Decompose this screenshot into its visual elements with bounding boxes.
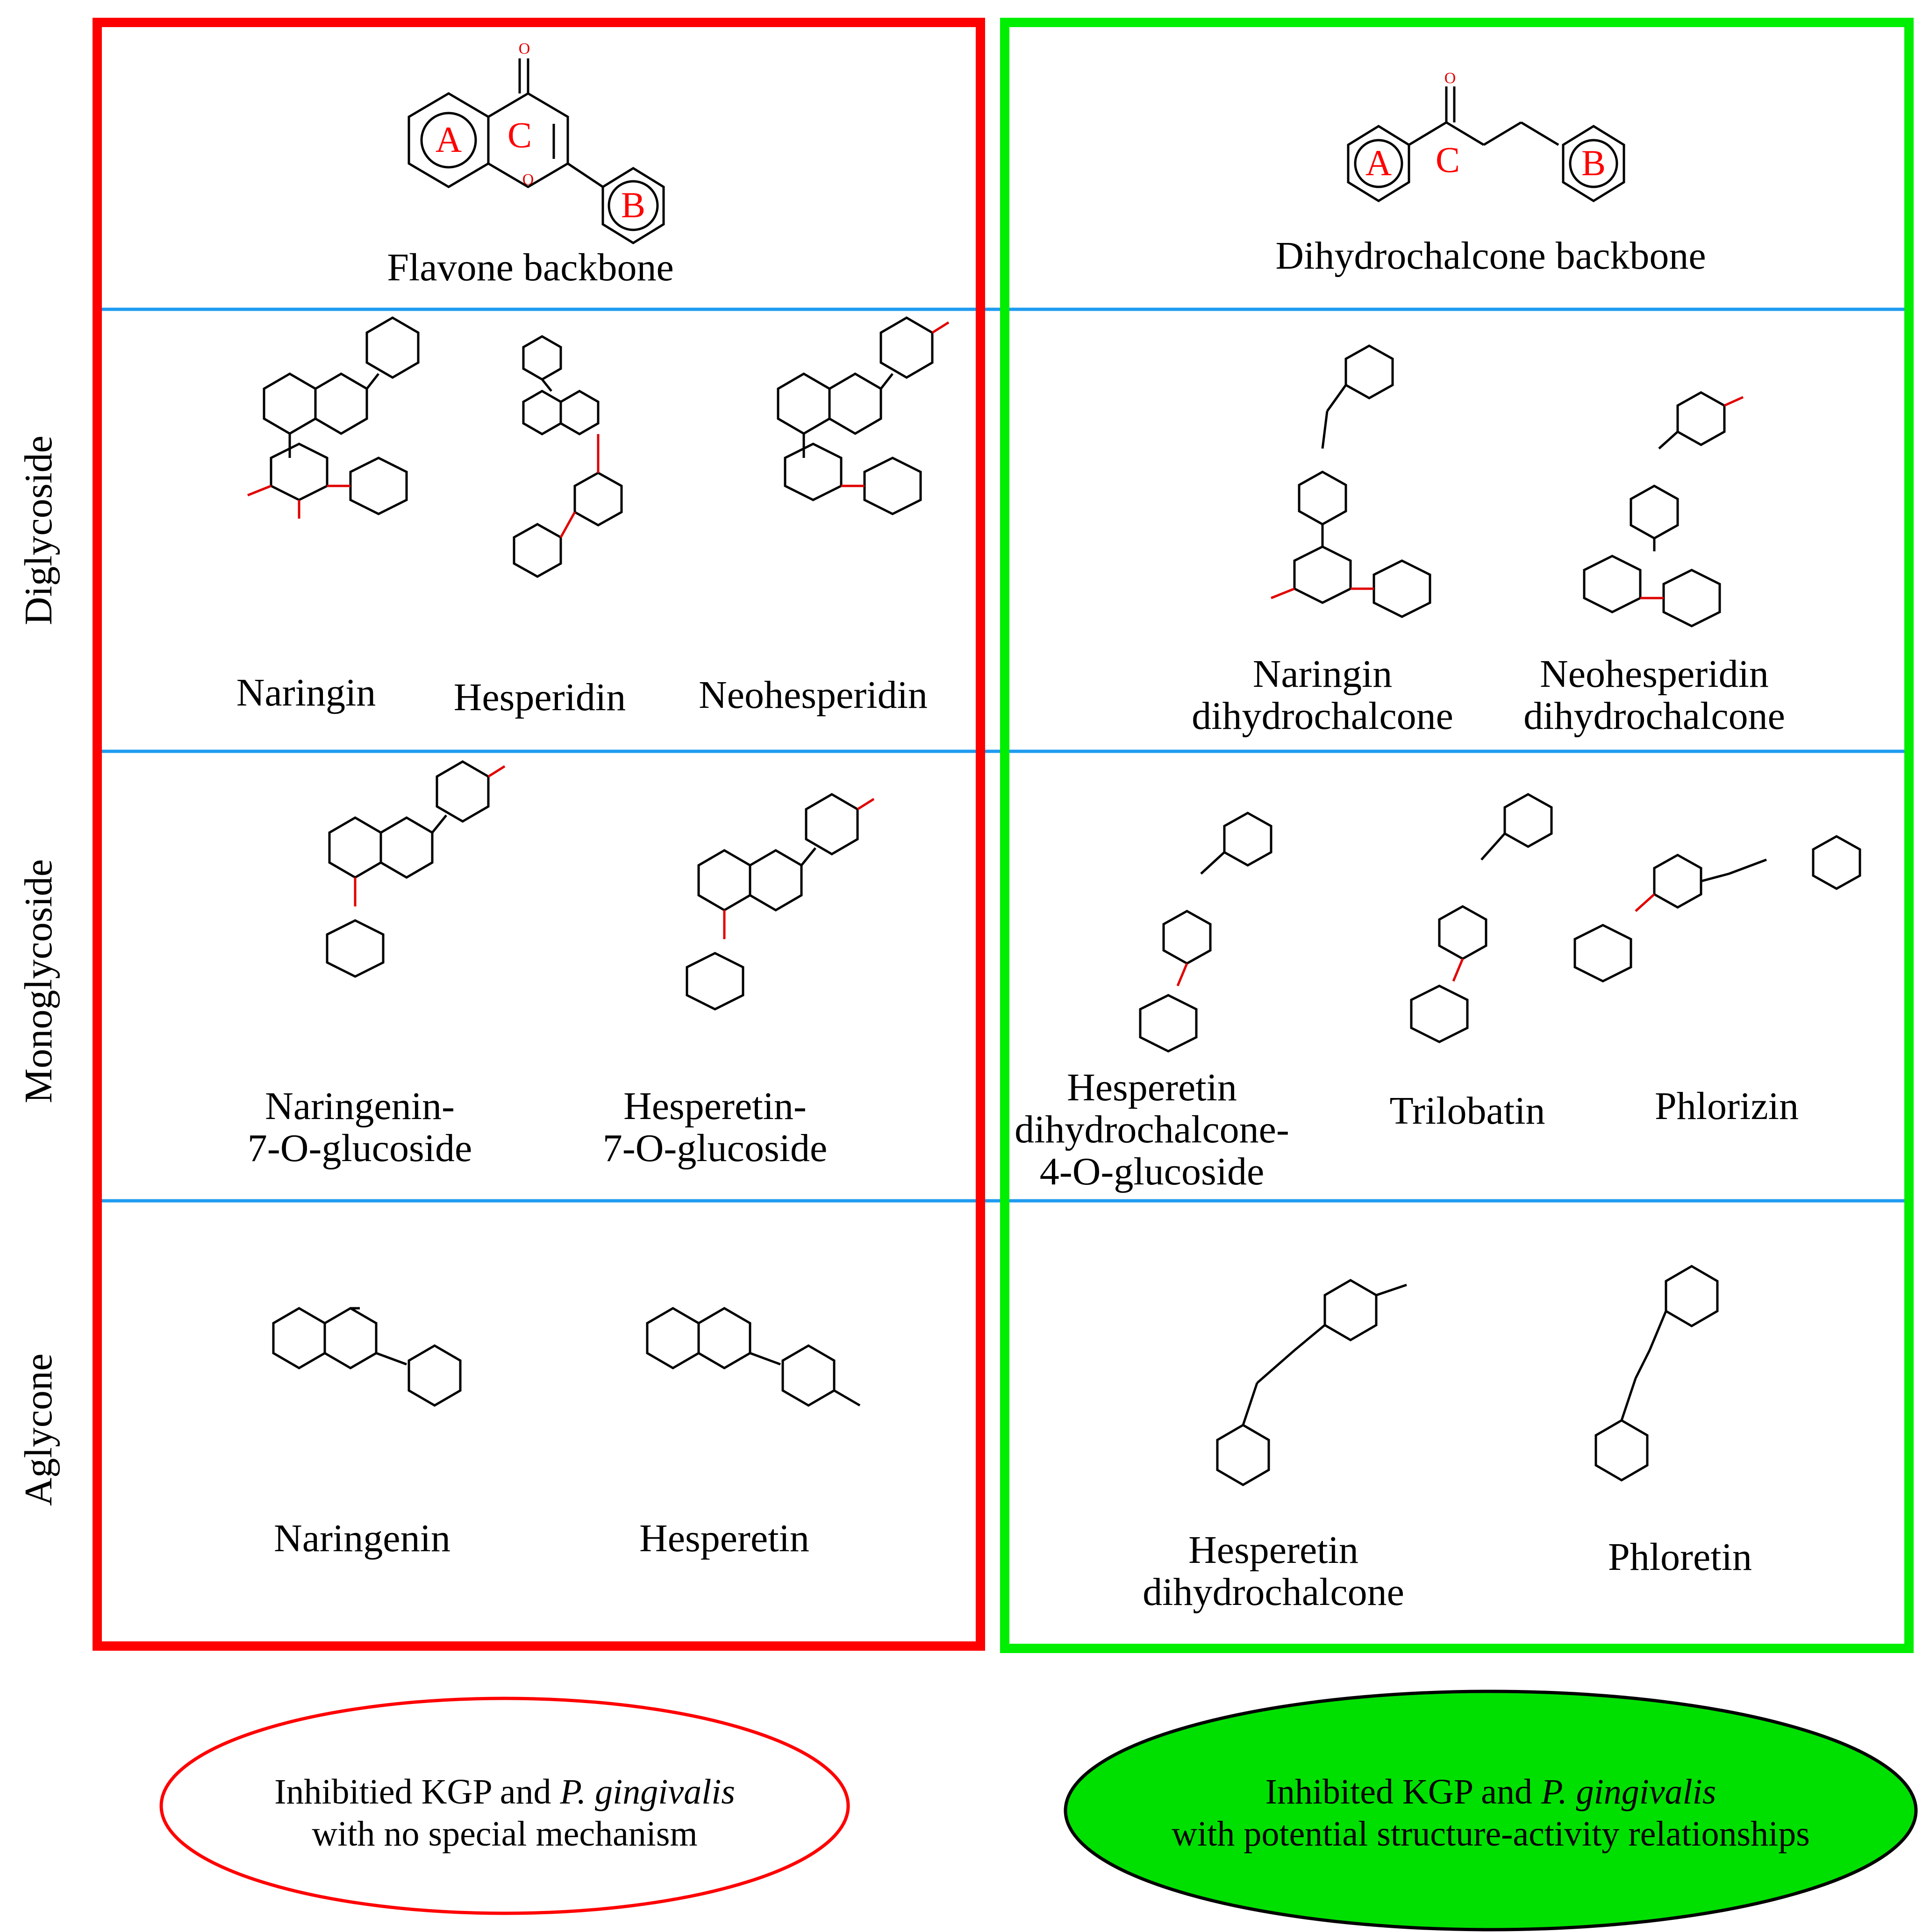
dhc-ring-c: C (1436, 139, 1460, 180)
compound-label: Phlorizin (1655, 1084, 1799, 1128)
hesperetin-dihydrochalcone-structure (1216, 1279, 1407, 1486)
trilobatin-structure (1410, 793, 1553, 1043)
flavone-ring-o: O (522, 171, 534, 188)
flavone-backbone-label: Flavone backbone (387, 246, 673, 289)
flavone-box (93, 18, 985, 1651)
compound-label: Trilobatin (1390, 1089, 1545, 1133)
dihydrochalcone-box (1000, 18, 1914, 1653)
sar-line2: with potential structure-activity relati… (1172, 1814, 1810, 1854)
compound-label: 7-O-glucoside (248, 1126, 472, 1170)
dhc-carbonyl-o: O (1444, 70, 1456, 87)
compound-label: Hesperidin (454, 676, 626, 719)
no-mechanism-ellipse (159, 1697, 850, 1915)
compound-label: Neohesperidin (1540, 652, 1769, 696)
neohesperidin-dihydrochalcone-structure (1583, 391, 1744, 627)
dhc-ring-b: B (1581, 143, 1606, 183)
compound-label: Hesperetin (639, 1517, 809, 1560)
hesperetin-dhc-4-o-glucoside-structure (1139, 812, 1272, 1053)
naringin-structure (247, 316, 420, 519)
compound-label: dihydrochalcone- (1015, 1108, 1289, 1151)
naringenin-7-o-glucoside-structure (326, 760, 506, 978)
neohesperidin-structure (777, 316, 950, 515)
naringenin-structure (272, 1307, 462, 1407)
phlorizin-structure (1573, 835, 1861, 983)
compound-label: Hesperetin (1067, 1066, 1237, 1109)
hesperetin-structure (646, 1307, 861, 1407)
compound-label: Neohesperidin (699, 673, 928, 717)
hesperetin-7-o-glucoside-structure (686, 793, 875, 1011)
row-label-aglycone: Aglycone (17, 1354, 60, 1506)
dihydrochalcone-backbone-structure (1347, 86, 1625, 202)
compound-label: Naringenin- (265, 1084, 455, 1128)
compound-label: Naringin (236, 671, 376, 714)
no-mechanism-line1: Inhibitied KGP and P. gingivalis (274, 1772, 735, 1811)
flavone-ring-a: A (436, 119, 462, 160)
flavone-ring-c: C (508, 114, 532, 155)
flavone-backbone-structure (407, 58, 665, 244)
compound-label: dihydrochalcone (1192, 694, 1453, 738)
compound-label: 7-O-glucoside (603, 1126, 828, 1170)
compound-label: dihydrochalcone (1143, 1570, 1404, 1614)
compound-label: Naringenin (274, 1517, 450, 1560)
no-mechanism-line2: with no special mechanism (312, 1814, 697, 1854)
compound-label: 4-O-glucoside (1040, 1150, 1265, 1193)
flavone-carbonyl-o: O (519, 40, 530, 57)
compound-label: dihydrochalcone (1523, 694, 1785, 738)
dhc-ring-a: A (1365, 143, 1392, 183)
compound-label: Naringin (1253, 652, 1393, 696)
dihydrochalcone-backbone-label: Dihydrochalcone backbone (1275, 234, 1706, 278)
phloretin-structure (1594, 1265, 1719, 1482)
compound-label: Phloretin (1608, 1535, 1752, 1579)
row-label-diglycoside: Diglycoside (17, 435, 60, 625)
naringin-dihydrochalcone-structure (1271, 344, 1431, 618)
compound-label: Hesperetin- (623, 1084, 807, 1128)
row-label-monoglycoside: Monoglycoside (17, 859, 60, 1104)
flavone-ring-b: B (621, 185, 645, 225)
sar-ellipse (1064, 1690, 1918, 1932)
hesperidin-structure (513, 335, 623, 578)
compound-label: Hesperetin (1188, 1528, 1358, 1572)
sar-line1: Inhibited KGP and P. gingivalis (1265, 1772, 1716, 1811)
